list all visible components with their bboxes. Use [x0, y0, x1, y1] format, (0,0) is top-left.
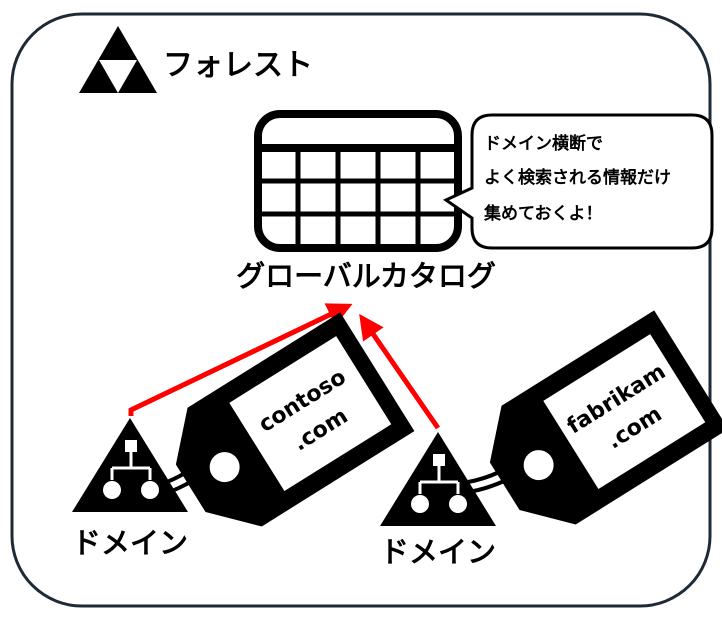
name-tag-contoso: contoso .com [175, 312, 415, 527]
speech-bubble: ドメイン横断で よく検索される情報だけ 集めておくよ！ [442, 113, 714, 250]
domain-label-fabrikam: ドメイン [380, 535, 496, 569]
forest-boundary [10, 12, 712, 608]
replication-arrow-contoso [128, 303, 353, 416]
name-tag-fabrikam: fabrikam .com [489, 310, 722, 525]
callout-line-2: よく検索される情報だけ [484, 167, 671, 188]
domain-fabrikam: fabrikam .com ドメイン [380, 310, 722, 569]
domain-hierarchy-icon [72, 418, 188, 512]
forest-label: フォレスト [163, 48, 313, 83]
domain-label-contoso: ドメイン [72, 526, 188, 560]
domain-contoso: contoso .com ドメイン [72, 312, 415, 560]
callout-line-1: ドメイン横断で [484, 133, 603, 154]
callout-line-3: 集めておくよ！ [483, 203, 603, 224]
table-grid-icon [254, 110, 462, 252]
forest-triforce-icon [79, 26, 157, 93]
replication-arrow-fabrikam [359, 313, 441, 430]
domain-hierarchy-icon [380, 432, 496, 526]
global-catalog-label: グローバルカタログ [236, 259, 496, 293]
